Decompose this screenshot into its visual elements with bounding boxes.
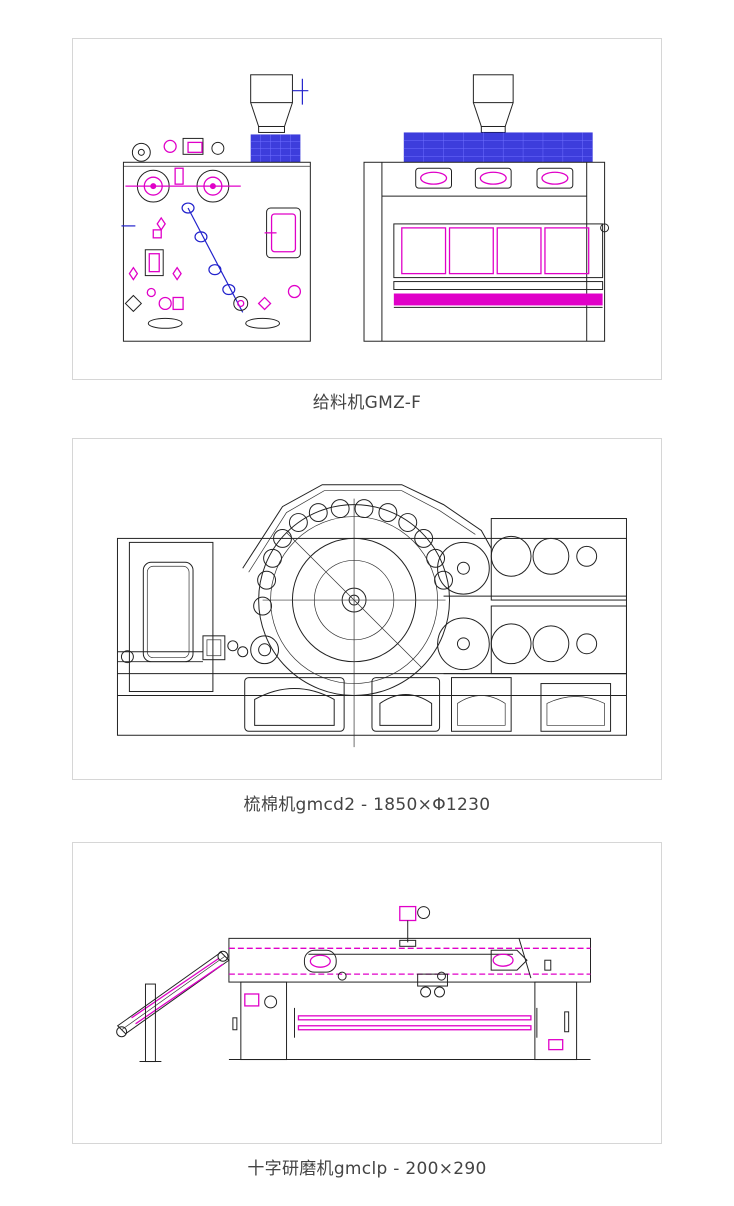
- feeder-front-view: [363, 74, 610, 342]
- feeder-side-view: [121, 74, 311, 342]
- carding-caption: 梳棉机gmcd2 - 1850×Φ1230: [243, 795, 491, 815]
- lapper-caption: 十字研磨机gmclp - 200×290: [247, 1159, 487, 1179]
- cross-lapper-outline: [116, 905, 592, 1063]
- carding-machine-outline: [116, 484, 627, 748]
- feeder-caption: 给料机GMZ-F: [312, 393, 422, 413]
- carding-drawing: [116, 484, 627, 748]
- feeder-drawing-frame: [72, 38, 662, 380]
- lapper-drawing-frame: [72, 842, 662, 1144]
- feeder-drawing: [121, 74, 610, 342]
- lapper-drawing: [116, 905, 592, 1063]
- carding-drawing-frame: [72, 438, 662, 780]
